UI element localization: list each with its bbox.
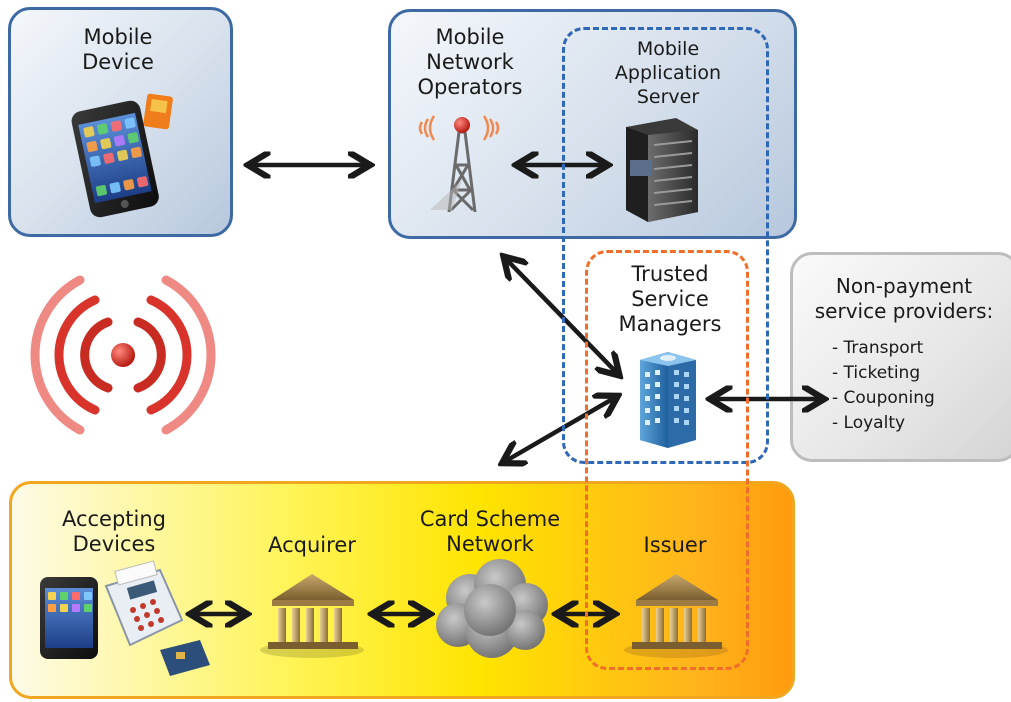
mobile-application-server-label: Mobile Application Server xyxy=(614,38,722,108)
list-item: - Couponing xyxy=(832,388,935,408)
nfc-center-dot xyxy=(111,343,135,367)
arrow-tsm-payment xyxy=(504,397,616,462)
list-item: - Ticketing xyxy=(832,363,921,383)
mobile-application-server-region xyxy=(562,27,769,464)
list-item: - Transport xyxy=(832,338,924,358)
pos-terminal-icon xyxy=(40,560,210,676)
issuer-label: Issuer xyxy=(643,533,707,557)
non-payment-services-list: - Transport - Ticketing - Couponing - Lo… xyxy=(832,336,935,436)
mobile-network-operators-label: Mobile Network Operators xyxy=(417,25,523,99)
accepting-devices-label: Accepting Devices xyxy=(61,507,167,556)
office-building-icon xyxy=(640,352,696,448)
mobile-device-label: Mobile Device xyxy=(82,25,154,74)
trusted-service-managers-region xyxy=(585,250,749,670)
arrow-mno-tsm xyxy=(505,258,618,374)
list-item: - Loyalty xyxy=(832,413,906,433)
acquirer-label: Acquirer xyxy=(268,533,356,557)
server-rack-icon xyxy=(626,118,698,222)
cloud-network-icon xyxy=(436,559,548,658)
non-payment-providers-label: Non-payment service providers: xyxy=(814,274,994,323)
issuer-bank-icon xyxy=(624,574,728,658)
card-scheme-network-label: Card Scheme Network xyxy=(419,507,561,556)
cell-tower-icon xyxy=(418,115,500,213)
acquirer-bank-icon xyxy=(260,574,364,658)
nfc-signal-icon xyxy=(30,275,216,435)
connection-arrows xyxy=(192,165,822,614)
trusted-service-managers-label: Trusted Service Managers xyxy=(618,262,722,336)
non-payment-box xyxy=(790,252,1011,462)
smartphone-icon xyxy=(71,93,173,218)
